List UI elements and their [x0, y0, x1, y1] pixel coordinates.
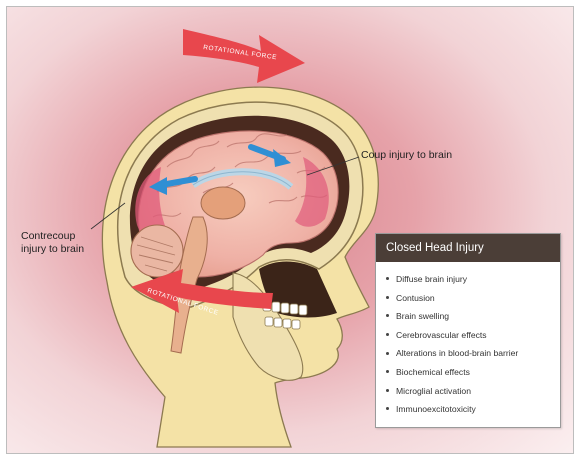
bullet-icon — [386, 407, 389, 410]
illustration-frame: ROTATIONAL FORCE ROTATIONAL FORCE Coup i… — [6, 6, 574, 454]
contrecoup-injury-label: Contrecoup injury to brain — [21, 230, 101, 256]
bullet-icon — [386, 296, 389, 299]
list-item-text: Contusion — [396, 293, 435, 303]
list-item: Alterations in blood-brain barrier — [386, 344, 560, 363]
list-item-text: Microglial activation — [396, 386, 471, 396]
coup-injury-label: Coup injury to brain — [361, 149, 452, 162]
bullet-icon — [386, 314, 389, 317]
rotational-force-arrow-top: ROTATIONAL FORCE — [183, 29, 305, 83]
list-item: Contusion — [386, 289, 560, 308]
list-item: Brain swelling — [386, 307, 560, 326]
bullet-icon — [386, 389, 389, 392]
list-item-text: Cerebrovascular effects — [396, 330, 487, 340]
list-item: Biochemical effects — [386, 363, 560, 382]
injury-effects-list: Diffuse brain injury Contusion Brain swe… — [376, 262, 560, 419]
list-item-text: Biochemical effects — [396, 367, 470, 377]
list-item-text: Diffuse brain injury — [396, 274, 467, 284]
panel-title: Closed Head Injury — [376, 234, 560, 262]
list-item: Diffuse brain injury — [386, 270, 560, 289]
bullet-icon — [386, 352, 389, 355]
closed-head-injury-panel: Closed Head Injury Diffuse brain injury … — [375, 233, 561, 428]
list-item: Cerebrovascular effects — [386, 326, 560, 345]
bullet-icon — [386, 277, 389, 280]
list-item-text: Alterations in blood-brain barrier — [396, 348, 518, 358]
list-item: Microglial activation — [386, 382, 560, 401]
bullet-icon — [386, 370, 389, 373]
bullet-icon — [386, 333, 389, 336]
list-item-text: Brain swelling — [396, 311, 449, 321]
cerebellum — [131, 225, 183, 277]
list-item-text: Immunoexcitotoxicity — [396, 404, 476, 414]
list-item: Immunoexcitotoxicity — [386, 400, 560, 419]
thalamus — [201, 187, 245, 219]
